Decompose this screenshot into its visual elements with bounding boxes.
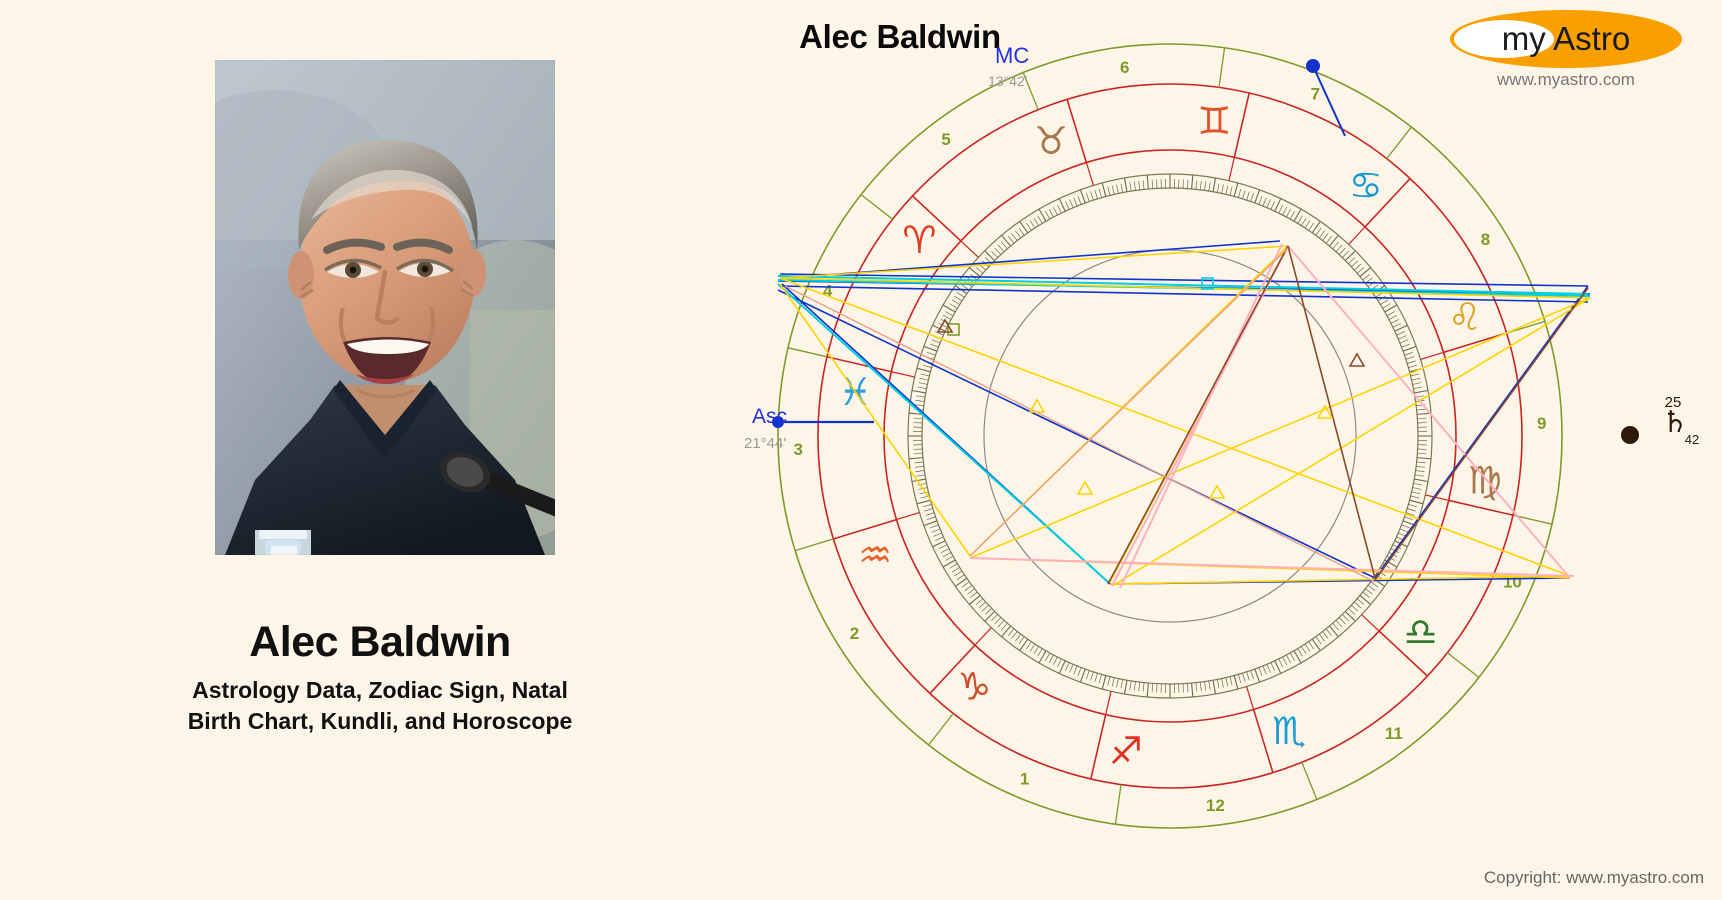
subtitle-line-2: Birth Chart, Kundli, and Horoscope xyxy=(187,708,573,735)
zodiac-sign-glyphs: ♎♏♐♑♒♓♈♉♊♋♌♍ xyxy=(838,99,1502,773)
angle-markers xyxy=(772,59,1346,428)
mc-label: MC xyxy=(995,43,1029,68)
house-number-4: 4 xyxy=(823,282,833,301)
brand-logo[interactable]: my Astro www.myastro.com xyxy=(1402,6,1702,96)
house-number-12: 12 xyxy=(1206,796,1225,815)
asc-label: Asc xyxy=(752,405,787,428)
subject-name: Alec Baldwin xyxy=(249,618,511,666)
zodiac-sign-libra: ♎ xyxy=(1404,610,1438,654)
ring-aspect xyxy=(983,249,1357,623)
logo-url: www.myastro.com xyxy=(1497,70,1635,89)
zodiac-sign-sagittarius: ♐ xyxy=(1109,729,1143,773)
zodiac-sign-aries: ♈ xyxy=(902,218,936,262)
zodiac-sign-aquarius: ♒ xyxy=(858,533,892,577)
ring-outer xyxy=(777,43,1563,829)
house-number-11: 11 xyxy=(1385,724,1403,743)
left-panel: Alec Baldwin Astrology Data, Zodiac Sign… xyxy=(0,0,760,900)
subject-photo xyxy=(215,60,555,555)
house-number-6: 6 xyxy=(1120,58,1129,77)
logo-text-my: my xyxy=(1501,20,1546,57)
zodiac-sign-cancer: ♋ xyxy=(1349,163,1383,207)
chart-title: Alec Baldwin xyxy=(799,18,1001,55)
subject-subtitle: Astrology Data, Zodiac Sign, Natal Birth… xyxy=(80,675,680,737)
planet-glyph-saturn: ♄ xyxy=(1662,405,1689,440)
logo-inner-ellipse-shape xyxy=(1454,20,1554,58)
house-number-9: 9 xyxy=(1537,414,1546,433)
house-number-5: 5 xyxy=(941,130,950,149)
mc-degree: 13°42' xyxy=(988,73,1027,89)
aspect-lines xyxy=(777,240,1591,589)
zodiac-sign-taurus: ♉ xyxy=(1034,119,1068,163)
sign-dividers xyxy=(826,92,1514,780)
house-number-3: 3 xyxy=(793,440,802,459)
house-number-1: 1 xyxy=(1020,769,1029,788)
planet-saturn: ♄25 42 xyxy=(1662,394,1700,447)
house-number-8: 8 xyxy=(1481,230,1490,249)
planet-degree-saturn: 25 xyxy=(1665,394,1682,411)
ring-sign-outer xyxy=(817,83,1523,789)
zodiac-sign-scorpio: ♏ xyxy=(1272,709,1306,753)
aspect-markers xyxy=(936,277,1366,499)
house-cusp-lines xyxy=(787,47,1553,825)
zodiac-sign-leo: ♌ xyxy=(1448,295,1482,339)
planet-dots xyxy=(1621,426,1639,444)
house-number-7: 7 xyxy=(1311,85,1320,104)
zodiac-sign-gemini: ♊ xyxy=(1197,99,1231,143)
house-number-2: 2 xyxy=(850,624,859,643)
logo-text-astro: Astro xyxy=(1553,20,1631,57)
copyright-text: Copyright: www.myastro.com xyxy=(1483,868,1704,887)
planet-ring-dot-saturn xyxy=(1621,426,1639,444)
angle-labels: Asc 21°44' MC 13°42' xyxy=(744,43,1029,452)
zodiac-sign-capricorn: ♑ xyxy=(957,665,991,709)
asc-degree: 21°44' xyxy=(744,435,786,452)
planet-minute-saturn: 42 xyxy=(1685,432,1699,447)
ring-sign-inner xyxy=(883,149,1457,723)
degree-ticks xyxy=(908,174,1432,698)
subtitle-line-1: Astrology Data, Zodiac Sign, Natal xyxy=(192,677,568,703)
logo-text: my Astro xyxy=(1458,16,1674,62)
planet-glyph-labels: ☽2926♃2833♆118♀358♇08⛢736☿100☉5612♄2542♂… xyxy=(1662,394,1700,447)
